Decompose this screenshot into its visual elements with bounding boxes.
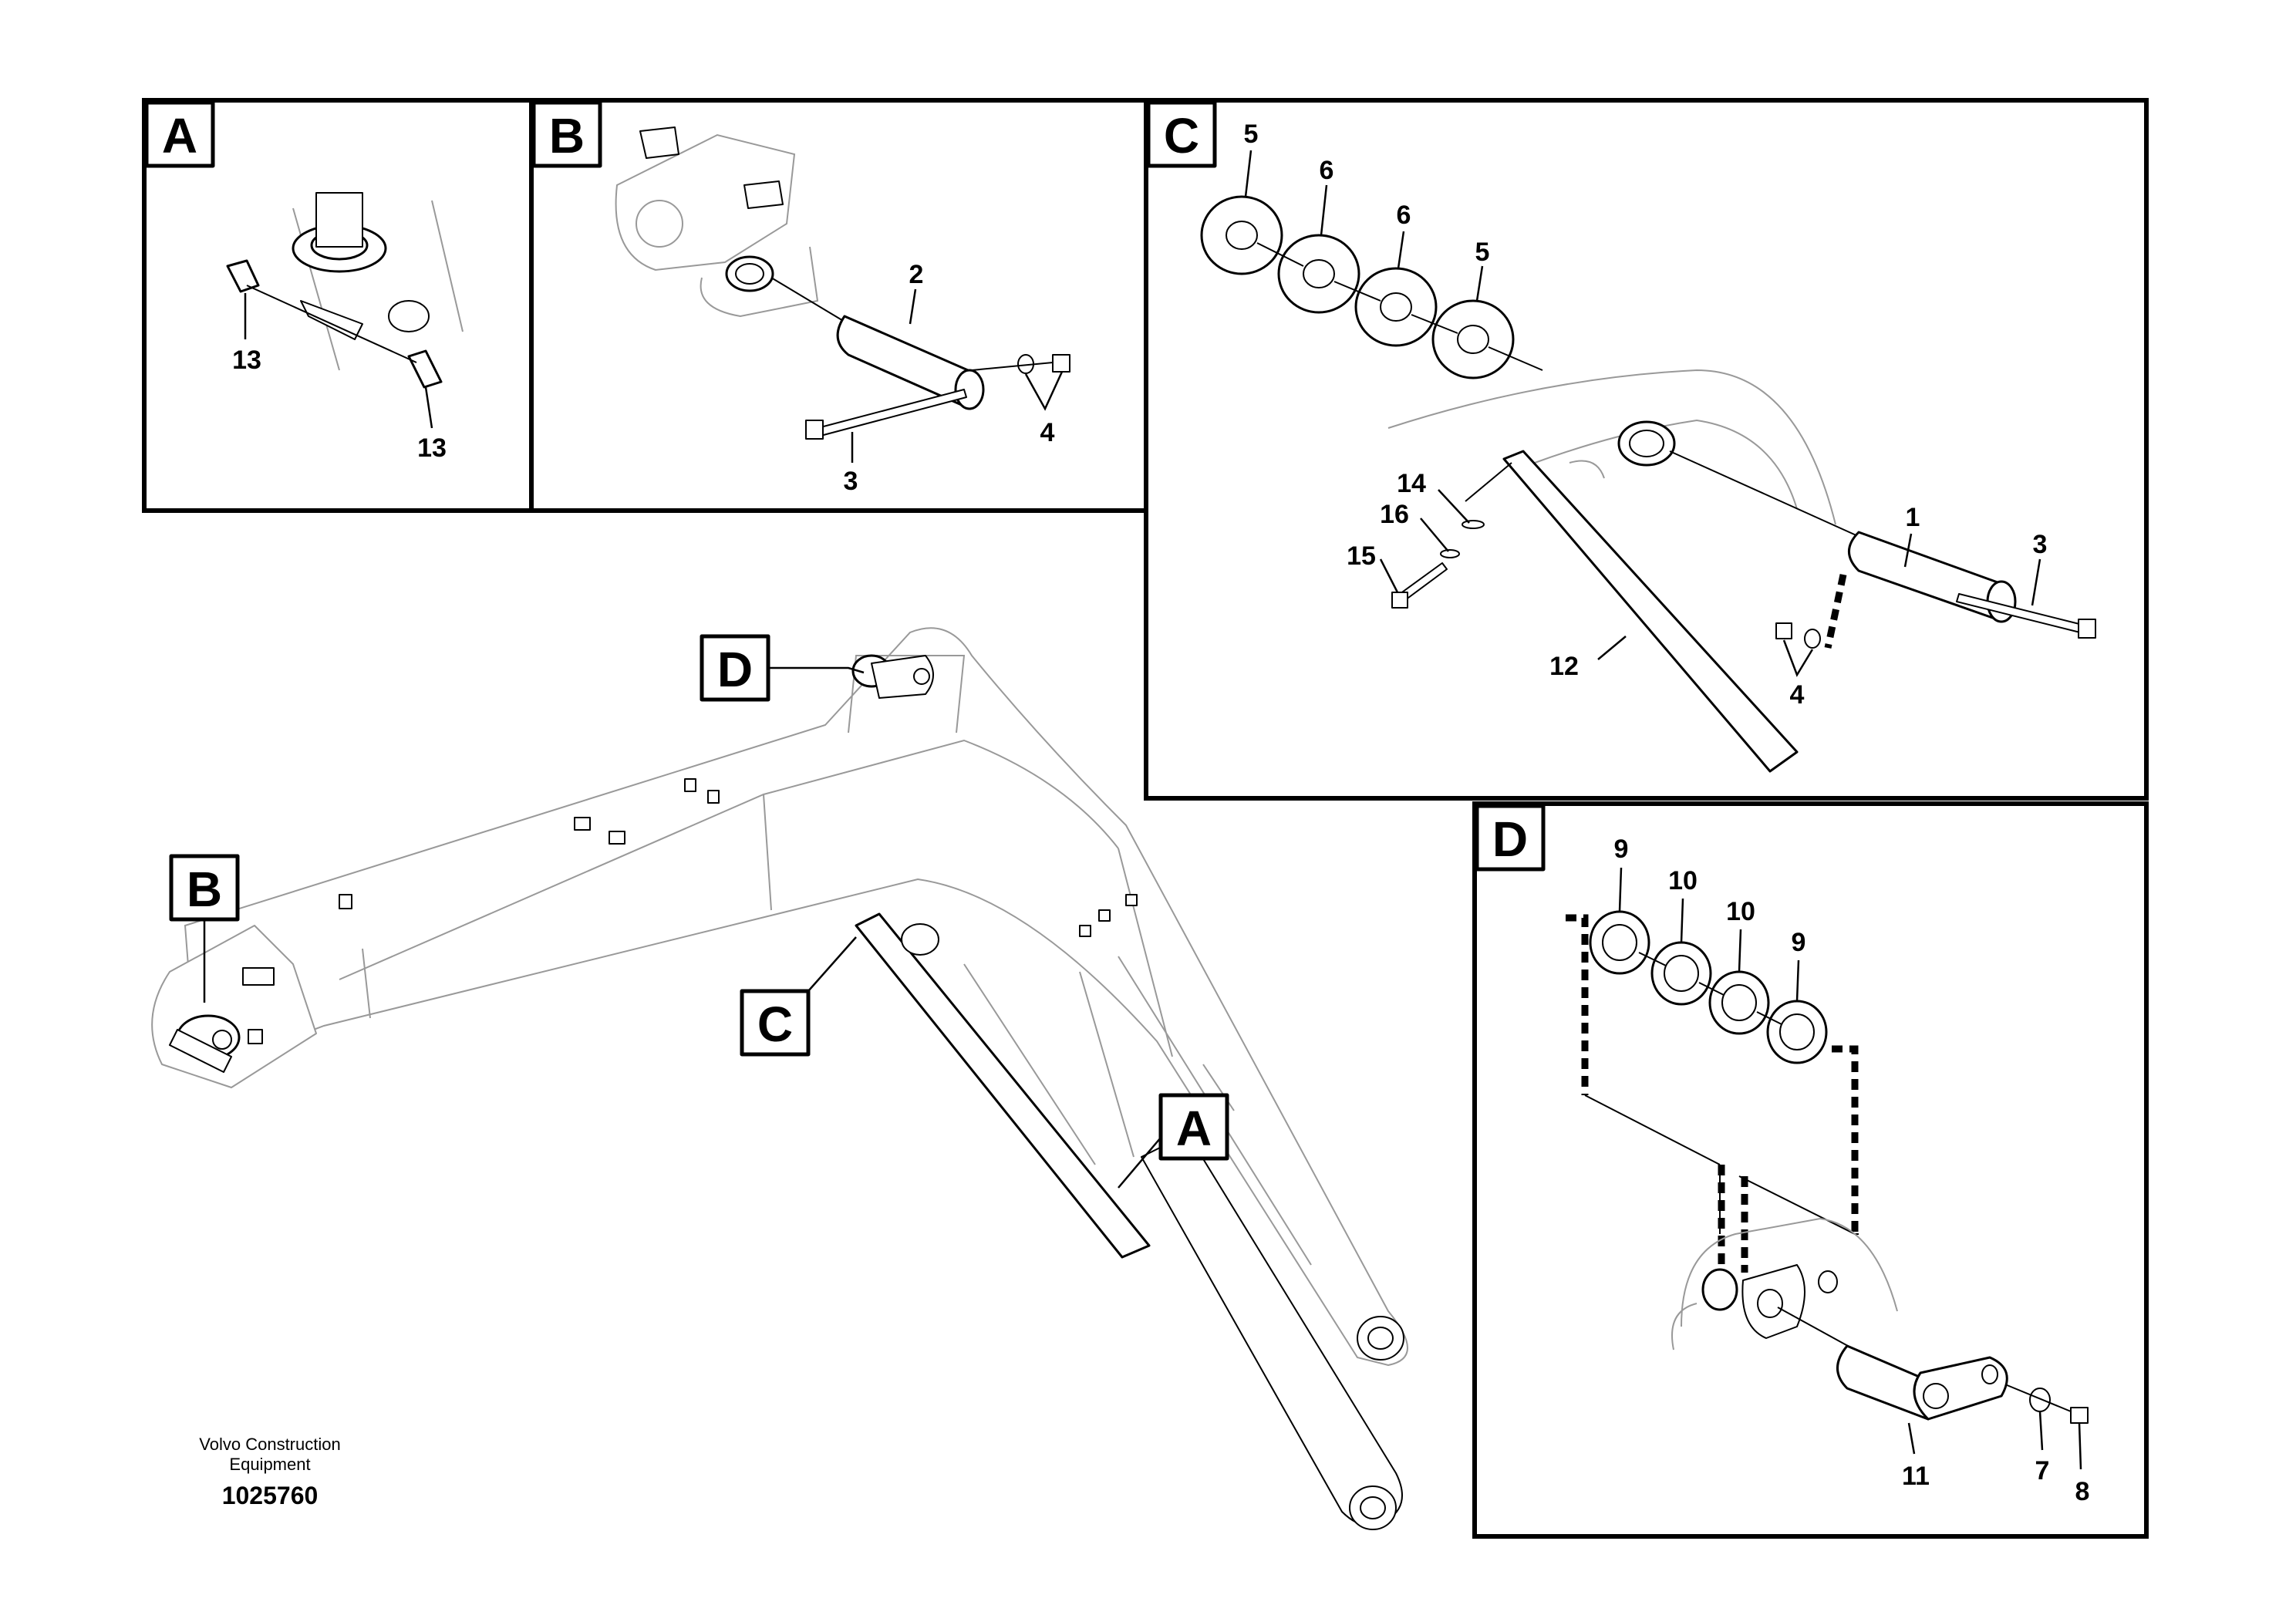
panel-b-frame: [529, 98, 1148, 513]
callout-8: 8: [2075, 1477, 2090, 1506]
pin-13-upper: [226, 259, 260, 293]
hidden-outline-d: [1566, 914, 1589, 1095]
main-label-a: A: [1118, 1093, 1229, 1189]
main-label-d: D: [700, 634, 865, 702]
panel-a-label-box: [144, 100, 215, 168]
callout-10-a: 10: [1668, 866, 1698, 895]
shim-stack-d: [1589, 910, 1828, 1064]
bolt-3-b: [817, 389, 967, 437]
panel-d: D: [1472, 801, 2149, 1539]
callout-15: 15: [1347, 541, 1376, 571]
panel-c-label-box: [1146, 100, 1217, 168]
panel-b-letter: B: [549, 108, 585, 164]
callout-3-c: 3: [2033, 530, 2048, 559]
washer-4-c: [1804, 629, 1821, 649]
callout-4-c: 4: [1790, 680, 1805, 710]
callout-11: 11: [1902, 1462, 1930, 1491]
bolt-8: [2070, 1407, 2089, 1424]
panel-c: C: [1144, 98, 2149, 801]
callout-7: 7: [2035, 1456, 2050, 1485]
panel-d-frame: [1472, 801, 2149, 1539]
credit-line-2: Equipment: [229, 1455, 310, 1474]
doc-number: 1025760: [222, 1482, 319, 1509]
callout-6-a: 6: [1320, 156, 1334, 185]
panel-b-label-box: [531, 100, 602, 168]
panel-c-frame: [1144, 98, 2149, 801]
clip-14: [1462, 520, 1485, 529]
main-label-c: C: [740, 936, 857, 1057]
callout-10-b: 10: [1726, 897, 1755, 926]
bolt-3-c: [1956, 593, 2083, 633]
callout-2: 2: [909, 260, 924, 289]
callout-4-b: 4: [1040, 418, 1055, 447]
bushing-d: [1701, 1268, 1738, 1311]
panel-c-letter: C: [1164, 108, 1199, 164]
pin-13-lower: [407, 349, 443, 389]
callout-13-a: 13: [232, 346, 261, 375]
main-label-a-box: [1158, 1093, 1229, 1161]
callout-12: 12: [1549, 652, 1579, 681]
main-boom-view: [151, 627, 1408, 1530]
washer-7: [2029, 1388, 2051, 1412]
grease-pipe-12: [1502, 450, 1799, 773]
callout-16: 16: [1380, 500, 1409, 529]
panel-b: B 2 3 4: [529, 98, 1148, 513]
callout-9-a: 9: [1614, 835, 1629, 864]
callout-1: 1: [1906, 503, 1920, 532]
callout-14: 14: [1397, 469, 1426, 498]
callout-9-b: 9: [1792, 928, 1806, 957]
main-label-c-box: [740, 989, 811, 1057]
panel-d-label-box: [1475, 804, 1546, 872]
main-label-a-text: A: [1176, 1101, 1212, 1156]
pin-11: [1836, 1344, 1930, 1421]
credit-block: Volvo Construction Equipment 1025760: [199, 1435, 340, 1509]
shim-stack-c: [1200, 195, 1543, 379]
callout-13-b: 13: [417, 433, 447, 463]
callout-5-a: 5: [1244, 120, 1259, 149]
callout-5-b: 5: [1475, 238, 1490, 267]
panel-d-letter: D: [1492, 811, 1528, 867]
main-label-b: B: [169, 854, 240, 1003]
nut-4-c: [1775, 622, 1792, 639]
hidden-line-c: [1824, 574, 1847, 649]
main-grease-pipe: [855, 912, 1151, 1259]
washer-16: [1440, 549, 1460, 558]
main-label-b-text: B: [187, 862, 222, 917]
callout-3-b: 3: [844, 467, 858, 496]
callout-6-b: 6: [1397, 201, 1411, 230]
main-label-d-text: D: [717, 642, 753, 697]
main-label-d-box: [700, 634, 770, 702]
credit-line-1: Volvo Construction: [199, 1435, 340, 1454]
panel-a-letter: A: [162, 108, 197, 164]
nut-4-b: [1052, 354, 1070, 373]
main-label-c-text: C: [757, 996, 793, 1052]
panel-a: A 13 13: [142, 98, 534, 513]
